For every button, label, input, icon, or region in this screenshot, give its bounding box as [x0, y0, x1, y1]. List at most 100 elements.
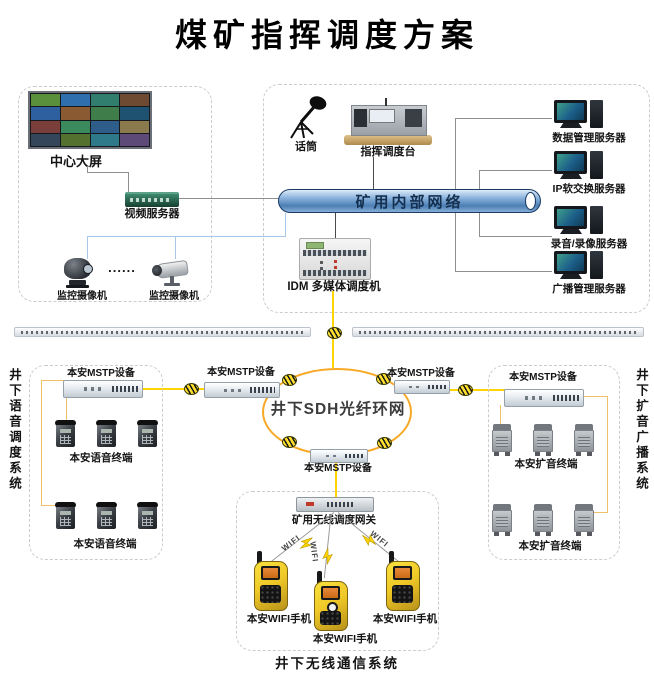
fiber-ring-broadcast [448, 389, 505, 391]
ground-separator-right [352, 327, 644, 337]
video-wall-tile [120, 120, 149, 133]
signal-bolt-icon [322, 547, 333, 566]
loudspeaker-terminal-icon [533, 424, 553, 457]
wire-voice [66, 396, 67, 421]
wifi-phone-label-1: 本安WIFI手机 [246, 613, 312, 625]
voice-terminal-icon [55, 502, 76, 530]
wire-server-branch [455, 271, 552, 272]
loudspeaker-terminal-icon [533, 504, 553, 537]
camera-label-2: 监控摄像机 [149, 291, 199, 302]
recording-server-label: 录音/录像服务器 [550, 238, 628, 250]
idm-dispatcher-icon [299, 238, 371, 280]
signal-bolt-icon [299, 537, 313, 549]
wire-server-branch [479, 170, 552, 171]
wire-camera-bus [285, 213, 286, 236]
fiber-coupler-icon [327, 327, 342, 339]
video-wall-tile [31, 107, 60, 120]
wire-screen-videoserver [87, 172, 129, 173]
wire-network-idm [335, 213, 336, 238]
broadcast-system-side-label: 井下扩音广播系统 [634, 368, 648, 492]
wire-broadcast [607, 396, 608, 513]
voice-terminal-icon [55, 420, 76, 448]
wire-broadcast [500, 405, 501, 425]
broadcast-terminal-row2-label: 本安扩音终端 [518, 540, 582, 552]
mstp-device-icon [310, 449, 368, 463]
loudspeaker-terminal-icon [574, 504, 594, 537]
wireless-system-box [236, 491, 439, 651]
video-server-icon [125, 192, 179, 207]
mstp-device-icon [394, 380, 450, 394]
mstp-device-icon [63, 380, 143, 398]
wire-screen-videoserver [87, 166, 88, 173]
video-wall [28, 91, 152, 149]
big-screen-label: 中心大屏 [49, 154, 102, 169]
voice-system-side-label: 井下语音调度系统 [7, 368, 21, 492]
fiber-ring-voice [141, 388, 205, 390]
video-wall-tile [90, 107, 120, 120]
video-wall-tile [120, 94, 149, 107]
broadcast-system-box [488, 365, 620, 560]
video-wall-tile [60, 107, 90, 120]
dispatch-console-label: 指挥调度台 [360, 146, 416, 158]
fiber-coupler-icon [458, 384, 473, 396]
wire-broadcast [592, 512, 608, 513]
wire-broadcast [582, 396, 608, 397]
loudspeaker-terminal-icon [492, 424, 512, 457]
mstp-top-right-label: 本安MSTP设备 [387, 368, 455, 379]
broadcast-mstp-label: 本安MSTP设备 [509, 372, 577, 383]
camera-ellipsis: ...... [108, 260, 136, 275]
fiber-coupler-icon [376, 373, 391, 385]
network-bus-endcap [525, 192, 536, 210]
wire-camera-bus [87, 236, 286, 237]
wire-voice [41, 380, 64, 381]
wifi-handset-icon [386, 551, 422, 611]
camera-label-1: 监控摄像机 [57, 291, 107, 302]
ip-softswitch-server-label: IP软交换服务器 [552, 183, 626, 195]
video-wall-tile [31, 133, 60, 146]
signal-bolt-icon [362, 534, 377, 546]
voice-terminal-icon [96, 420, 117, 448]
broadcast-management-server-label: 广播管理服务器 [552, 283, 626, 295]
voice-terminal-row2-label: 本安语音终端 [73, 538, 137, 550]
idm-dispatcher-label: IDM 多媒体调度机 [287, 281, 381, 293]
wifi-phone-label-2: 本安WIFI手机 [312, 633, 378, 645]
video-wall-tile [90, 133, 120, 146]
wire-camera-drop [87, 236, 88, 259]
loudspeaker-terminal-icon [574, 424, 594, 457]
voice-mstp-label: 本安MSTP设备 [67, 368, 135, 379]
voice-terminal-icon [137, 502, 158, 530]
mstp-device-icon [504, 389, 584, 407]
bullet-camera-icon [150, 257, 192, 289]
video-wall-tile [60, 120, 90, 133]
voice-terminal-row1-label: 本安语音终端 [69, 452, 133, 464]
video-wall-tile [60, 133, 90, 146]
mstp-device-icon [204, 382, 280, 398]
mstp-top-left-label: 本安MSTP设备 [207, 367, 275, 378]
wireless-gateway-label: 矿用无线调度网关 [292, 514, 376, 526]
loudspeaker-terminal-icon [492, 504, 512, 537]
wifi-phone-label-3: 本安WIFI手机 [372, 613, 438, 625]
wire-server-branch [479, 236, 552, 237]
page-title: 煤矿指挥调度方案 [174, 17, 479, 53]
wireless-system-label: 井下无线通信系统 [275, 656, 399, 671]
voice-terminal-icon [96, 502, 117, 530]
wifi-handset-icon [314, 571, 350, 631]
video-wall-tile [90, 120, 120, 133]
internal-network-label: 矿用内部网络 [355, 193, 464, 211]
internal-network-bus: 矿用内部网络 [278, 189, 541, 213]
dispatch-console-icon [344, 98, 432, 145]
fiber-coupler-icon [377, 437, 392, 449]
voice-system-box [29, 365, 163, 560]
recording-server-icon [552, 206, 604, 236]
fiber-ring-gateway [335, 461, 337, 498]
ground-separator-left [14, 327, 311, 337]
video-wall-tile [120, 107, 149, 120]
broadcast-management-server-icon [552, 251, 604, 281]
fiber-coupler-icon [184, 383, 199, 395]
data-management-server-icon [552, 100, 604, 130]
wire-voice [41, 380, 42, 506]
video-wall-tile [31, 94, 60, 107]
wire-console-network [373, 157, 374, 189]
fiber-coupler-icon [282, 436, 297, 448]
